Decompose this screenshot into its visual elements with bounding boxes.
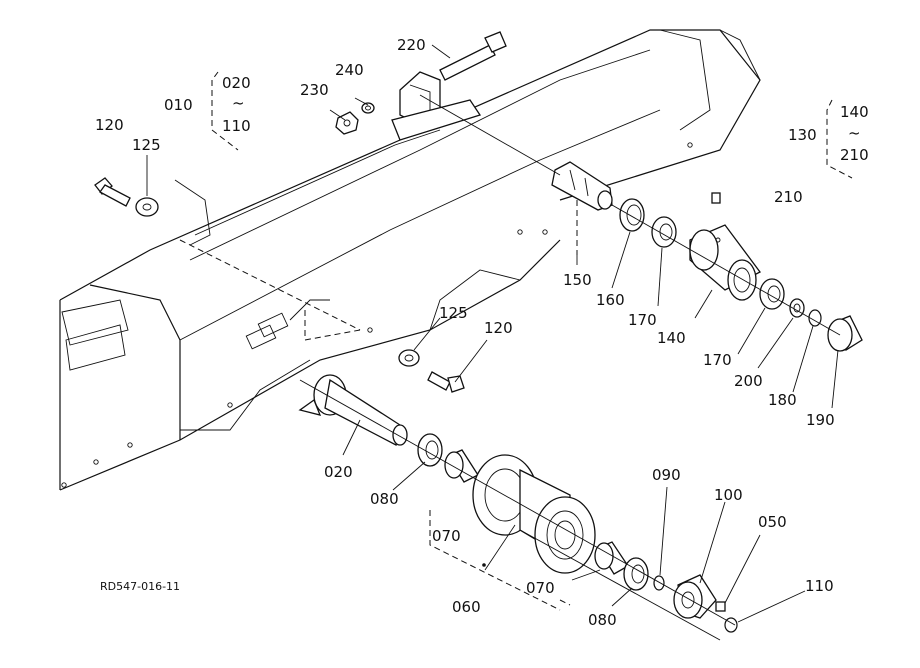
washer-240 <box>361 102 375 114</box>
assembly-lines <box>179 94 841 641</box>
label-020: 020 <box>324 463 353 481</box>
drawing-reference-code: RD547-016-11 <box>100 580 180 593</box>
seal-160 <box>619 198 645 232</box>
bushing-070-a <box>444 449 479 483</box>
label-230: 230 <box>300 81 329 99</box>
label-180: 180 <box>768 391 797 409</box>
o-ring-110 <box>724 617 738 633</box>
label-210: 210 <box>774 188 803 206</box>
washer-125-lower <box>398 349 420 367</box>
label-090: 090 <box>652 466 681 484</box>
bearing-170-b <box>759 278 785 310</box>
range-bracket-right <box>826 99 853 179</box>
label-tilde-right: ~ <box>848 124 861 142</box>
range-bracket-left <box>211 71 239 151</box>
label-120-lower: 120 <box>484 319 513 337</box>
bearing-170-a <box>651 216 677 248</box>
label-150: 150 <box>563 271 592 289</box>
label-070-b: 070 <box>526 579 555 597</box>
label-110-range: 110 <box>222 117 251 135</box>
roller-060 <box>472 454 596 574</box>
label-125-lower: 125 <box>439 304 468 322</box>
shaft-150 <box>551 161 613 211</box>
nut-230 <box>335 111 359 135</box>
label-210-range: 210 <box>840 146 869 164</box>
label-tilde-left: ~ <box>232 94 245 112</box>
label-010: 010 <box>164 96 193 114</box>
label-080-a: 080 <box>370 490 399 508</box>
bushing-070-b <box>594 541 629 575</box>
leader-lines <box>146 44 839 623</box>
label-140-range: 140 <box>840 103 869 121</box>
label-140: 140 <box>657 329 686 347</box>
assembly-dot-060 <box>482 563 486 567</box>
label-125-upper: 125 <box>132 136 161 154</box>
set-screw-210 <box>711 192 721 204</box>
shaft-020 <box>298 374 408 446</box>
cap-190 <box>827 315 863 352</box>
label-170-b: 170 <box>703 351 732 369</box>
label-070-a: 070 <box>432 527 461 545</box>
label-130: 130 <box>788 126 817 144</box>
label-120-upper: 120 <box>95 116 124 134</box>
roller-140 <box>689 224 761 301</box>
bolt-120-upper <box>94 177 131 207</box>
plug-050 <box>715 601 726 612</box>
snap-ring-180 <box>808 309 822 327</box>
track-frame <box>59 29 761 491</box>
cover-100 <box>673 574 717 619</box>
label-050: 050 <box>758 513 787 531</box>
label-190: 190 <box>806 411 835 429</box>
label-160: 160 <box>596 291 625 309</box>
label-220: 220 <box>397 36 426 54</box>
bolt-220 <box>439 31 507 81</box>
label-080-b: 080 <box>588 611 617 629</box>
washer-125-upper <box>135 197 159 217</box>
label-060: 060 <box>452 598 481 616</box>
upper-bracket <box>391 71 482 141</box>
seal-080-a <box>417 433 443 467</box>
label-110: 110 <box>805 577 834 595</box>
bolt-120-lower <box>427 371 465 393</box>
part-labels: 010 020 ~ 110 120 125 230 240 220 140 ~ … <box>95 36 869 629</box>
label-100: 100 <box>714 486 743 504</box>
label-170-a: 170 <box>628 311 657 329</box>
label-240: 240 <box>335 61 364 79</box>
label-020-range: 020 <box>222 74 251 92</box>
o-ring-090 <box>653 575 665 591</box>
label-200: 200 <box>734 372 763 390</box>
